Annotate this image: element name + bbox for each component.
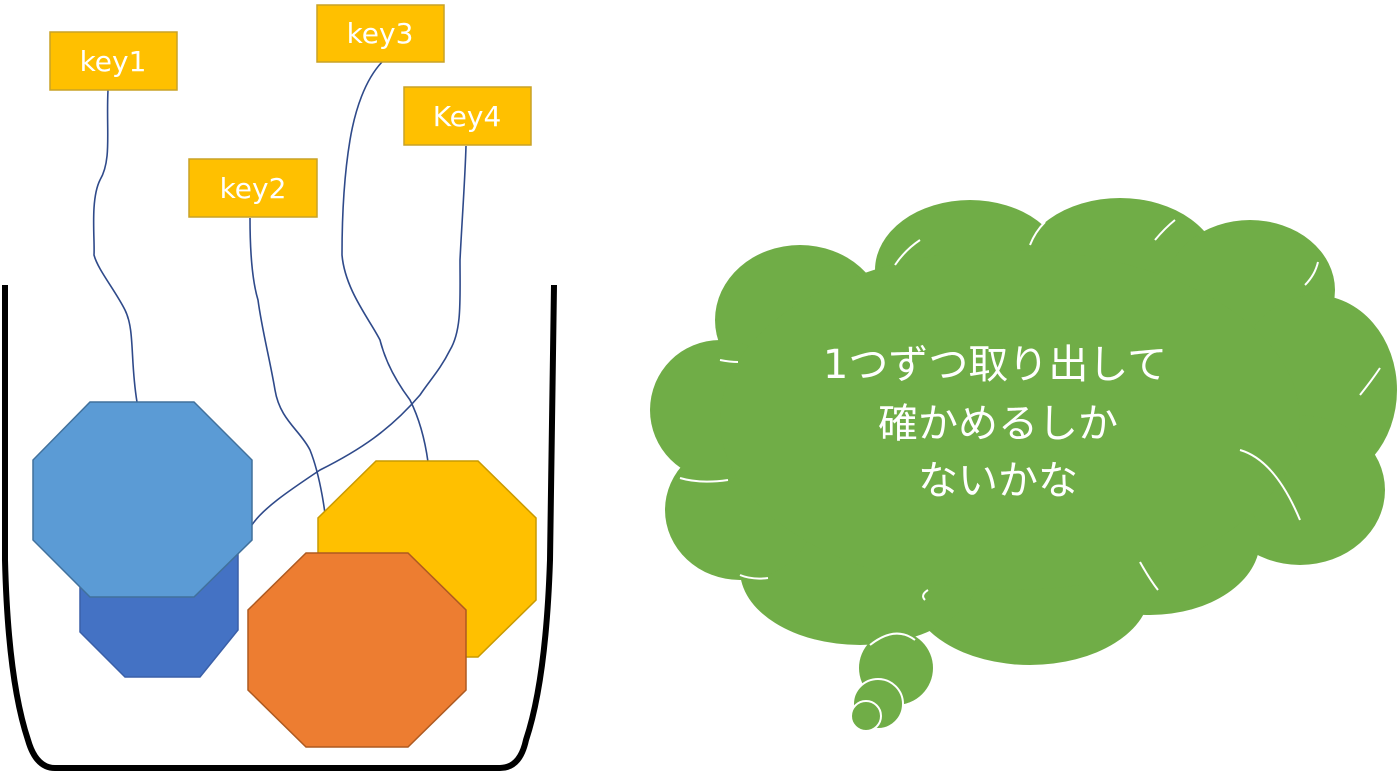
thought-dot-small	[850, 700, 882, 732]
octagon-light-blue	[32, 401, 253, 598]
label-key4-text: Key4	[433, 100, 502, 133]
thought-line-3: ないかな	[918, 458, 1078, 504]
octagon-orange	[247, 552, 467, 748]
thought-bubble	[650, 198, 1397, 665]
label-key2: key2	[188, 158, 318, 218]
thought-line-2: 確かめるしか	[878, 401, 1118, 447]
label-key3: key3	[316, 4, 445, 63]
string-key4	[249, 145, 467, 529]
string-key2	[249, 217, 331, 553]
container-outline	[1, 284, 557, 771]
label-key1: key1	[49, 31, 178, 91]
label-key4: Key4	[403, 86, 532, 146]
string-key1	[92, 89, 138, 403]
thought-dot-large-highlight	[869, 632, 916, 646]
string-key3	[341, 61, 429, 463]
thought-line-1: 1つずつ取り出して	[823, 342, 1167, 388]
label-key1-text: key1	[80, 45, 147, 78]
label-key2-text: key2	[220, 172, 287, 205]
label-key3-text: key3	[347, 17, 414, 50]
